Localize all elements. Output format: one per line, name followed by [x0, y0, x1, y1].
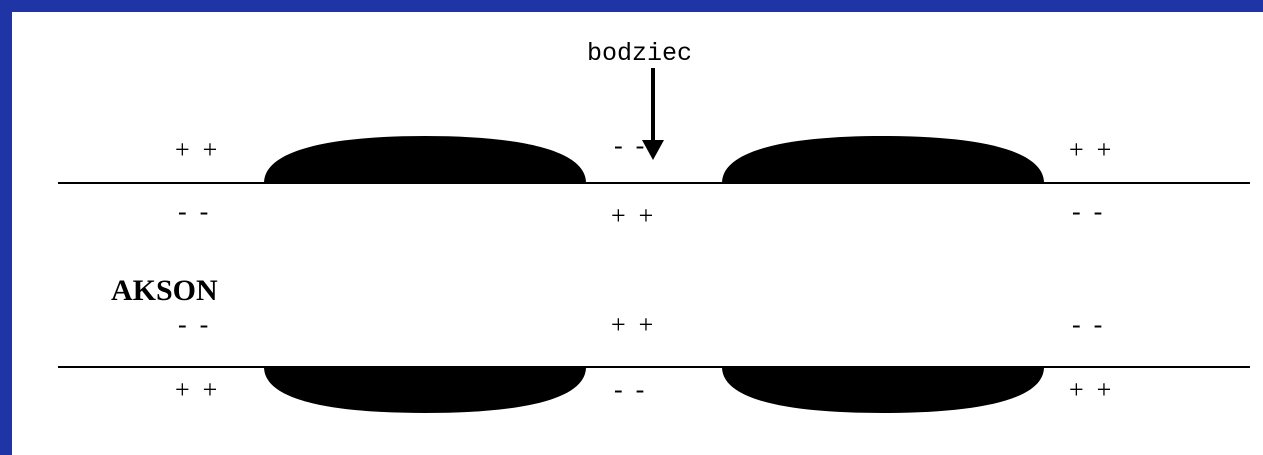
charge-top-outer-center: - - — [614, 131, 644, 160]
charge-bottom-inner-center: + + — [611, 310, 653, 339]
charge-top-inner-right: - - — [1072, 197, 1102, 226]
myelin-sheath-top-right — [722, 136, 1044, 183]
charge-bottom-outer-center: - - — [614, 375, 644, 404]
charge-top-inner-left: - - — [178, 197, 208, 226]
diagram-panel — [12, 12, 1263, 455]
axon-label: AKSON — [111, 274, 218, 307]
charge-top-outer-right: + + — [1069, 135, 1111, 164]
myelin-sheath-bottom-left — [264, 367, 586, 413]
charge-top-outer-left: + + — [175, 135, 217, 164]
charge-bottom-inner-left: - - — [178, 310, 208, 339]
charge-bottom-inner-right: - - — [1072, 310, 1102, 339]
stimulus-arrow-head — [642, 140, 664, 160]
charge-bottom-outer-right: + + — [1069, 375, 1111, 404]
myelin-sheath-bottom-right — [722, 367, 1044, 413]
charge-top-inner-center: + + — [611, 201, 653, 230]
myelin-sheath-top-left — [264, 136, 586, 183]
charge-bottom-outer-left: + + — [175, 375, 217, 404]
stimulus-label: bodziec — [587, 39, 692, 68]
